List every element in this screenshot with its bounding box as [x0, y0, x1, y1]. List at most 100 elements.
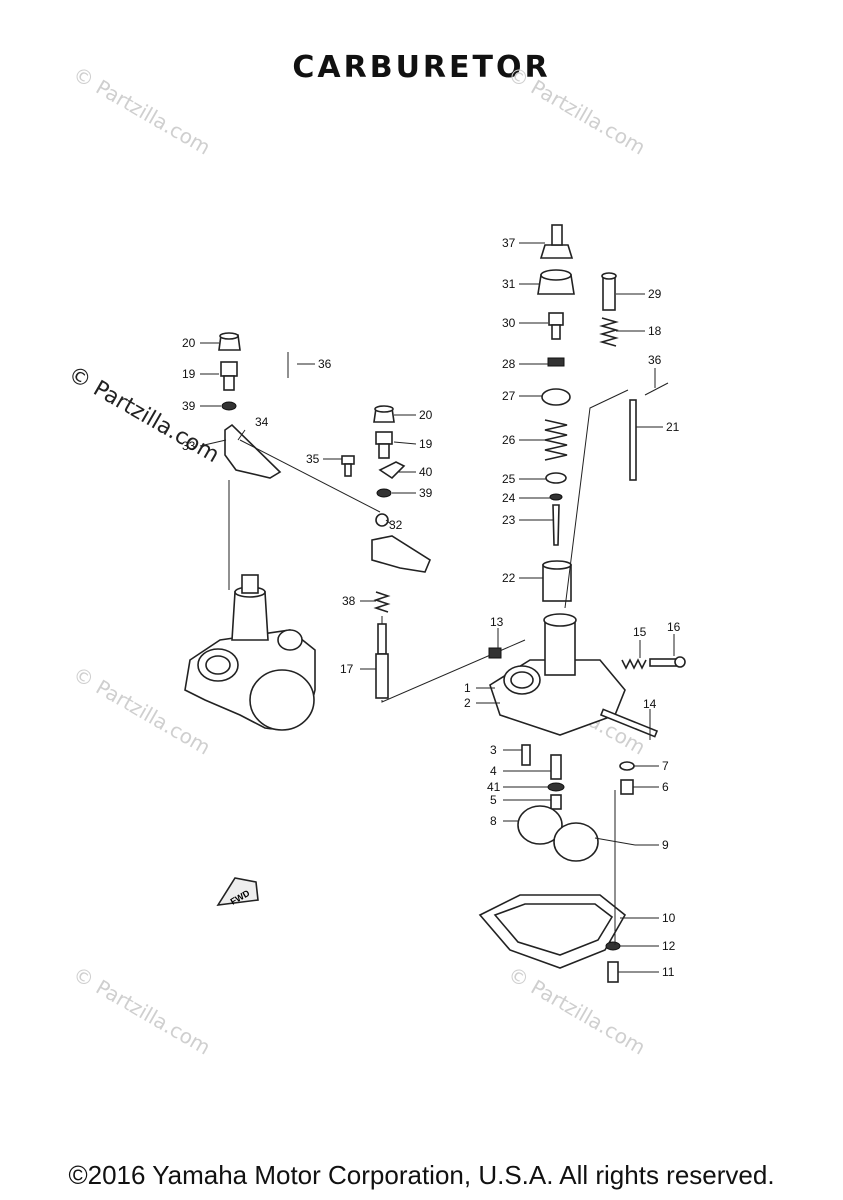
- left-carb-side-port: [277, 629, 303, 651]
- screw-16-head: [674, 656, 686, 668]
- left-assembly: [184, 332, 381, 731]
- float-bowl-10-inner: [493, 903, 614, 956]
- left-carb-bowl: [249, 669, 315, 731]
- washer-41: [547, 782, 565, 792]
- screw-3: [521, 744, 531, 766]
- callout-39-left: 39: [182, 399, 196, 413]
- callout-21: 21: [666, 420, 680, 434]
- callout-13: 13: [490, 615, 504, 629]
- callout-27: 27: [502, 389, 516, 403]
- callout-6: 6: [662, 780, 669, 794]
- washer-12: [605, 941, 621, 951]
- callout-25: 25: [502, 472, 516, 486]
- body-tower: [544, 619, 576, 676]
- float-8-left: [517, 805, 563, 845]
- callout-32: 32: [389, 518, 403, 532]
- plug-6: [620, 779, 634, 795]
- cap-37: [539, 244, 574, 259]
- screw-11: [607, 961, 619, 983]
- rod-17-end: [375, 653, 389, 699]
- tube-4: [550, 754, 562, 780]
- callout-39-mid: 39: [419, 486, 433, 500]
- callout-7: 7: [662, 759, 669, 773]
- callout-9: 9: [662, 838, 669, 852]
- spring-18: [599, 317, 619, 347]
- callout-38: 38: [342, 594, 356, 608]
- callout-33: 33: [182, 439, 196, 453]
- screw-14: [599, 708, 659, 738]
- screw-19-left-thread: [223, 375, 235, 391]
- seat-27: [541, 388, 571, 406]
- callout-2: 2: [464, 696, 471, 710]
- callout-11: 11: [662, 965, 675, 979]
- body-inlet-inner: [510, 671, 534, 689]
- bolt-35: [341, 455, 355, 465]
- callout-41: 41: [487, 780, 501, 794]
- callout-8: 8: [490, 814, 497, 828]
- callout-20-mid: 20: [419, 408, 433, 422]
- cap-20-mid-top: [374, 405, 394, 413]
- callout-20-left: 20: [182, 336, 196, 350]
- middle-assembly: [341, 405, 526, 703]
- rod-17: [377, 623, 387, 655]
- callout-17: 17: [340, 662, 354, 676]
- lever-32: [371, 535, 431, 573]
- screw-19-mid-thread: [378, 443, 390, 459]
- left-carb-tower: [231, 591, 269, 641]
- callout-26: 26: [502, 433, 516, 447]
- callout-22: 22: [502, 571, 516, 585]
- callout-labels: 1 2 3 4 5 6 7 8 9 10 11 12 13 14 15 16 1…: [182, 236, 681, 979]
- nut-13: [488, 647, 502, 659]
- copyright-footer: ©2016 Yamaha Motor Corporation, U.S.A. A…: [68, 1160, 775, 1190]
- rod-21: [629, 399, 637, 481]
- callout-10: 10: [662, 911, 676, 925]
- callout-23: 23: [502, 513, 516, 527]
- callout-40: 40: [419, 465, 433, 479]
- callout-4: 4: [490, 764, 497, 778]
- callout-37: 37: [502, 236, 516, 250]
- spring-15: [621, 658, 647, 670]
- nut-31-top: [540, 269, 572, 281]
- callout-14: 14: [643, 697, 657, 711]
- left-carb-cap: [241, 574, 259, 594]
- jet-5: [550, 794, 562, 810]
- body-tower-top: [543, 613, 577, 627]
- callout-29: 29: [648, 287, 662, 301]
- washer-39-left: [221, 401, 237, 411]
- callout-35: 35: [306, 452, 320, 466]
- adjuster-30: [548, 312, 564, 326]
- washer-7: [619, 761, 635, 771]
- right-carb: [478, 613, 686, 983]
- callout-19-mid: 19: [419, 437, 433, 451]
- callout-31: 31: [502, 277, 516, 291]
- plate-40: [378, 461, 406, 480]
- float-8-right: [553, 822, 599, 862]
- retainer-25: [545, 472, 567, 484]
- callout-28: 28: [502, 357, 516, 371]
- spring-38: [373, 591, 391, 613]
- callout-30: 30: [502, 316, 516, 330]
- callout-36-left: 36: [318, 357, 332, 371]
- callout-15: 15: [633, 625, 647, 639]
- cap-37-top: [551, 224, 563, 246]
- callout-34: 34: [255, 415, 269, 429]
- washer-39-mid: [376, 488, 392, 498]
- callout-12: 12: [662, 939, 676, 953]
- lever-32-pivot: [375, 513, 389, 527]
- callout-36-right: 36: [648, 353, 662, 367]
- bolt-35-shank: [344, 463, 352, 477]
- callout-18: 18: [648, 324, 662, 338]
- screw-19-left: [220, 361, 238, 377]
- screw-29-head: [601, 272, 617, 280]
- callout-16: 16: [667, 620, 681, 634]
- page-title: CARBURETOR: [292, 50, 551, 85]
- callout-leaders: [199, 242, 675, 973]
- spring-26: [544, 419, 568, 461]
- adjuster-30-thread: [551, 324, 561, 340]
- callout-3: 3: [490, 743, 497, 757]
- callout-5: 5: [490, 793, 497, 807]
- needle-23: [552, 504, 560, 546]
- callout-1: 1: [464, 681, 471, 695]
- screw-16: [649, 658, 679, 667]
